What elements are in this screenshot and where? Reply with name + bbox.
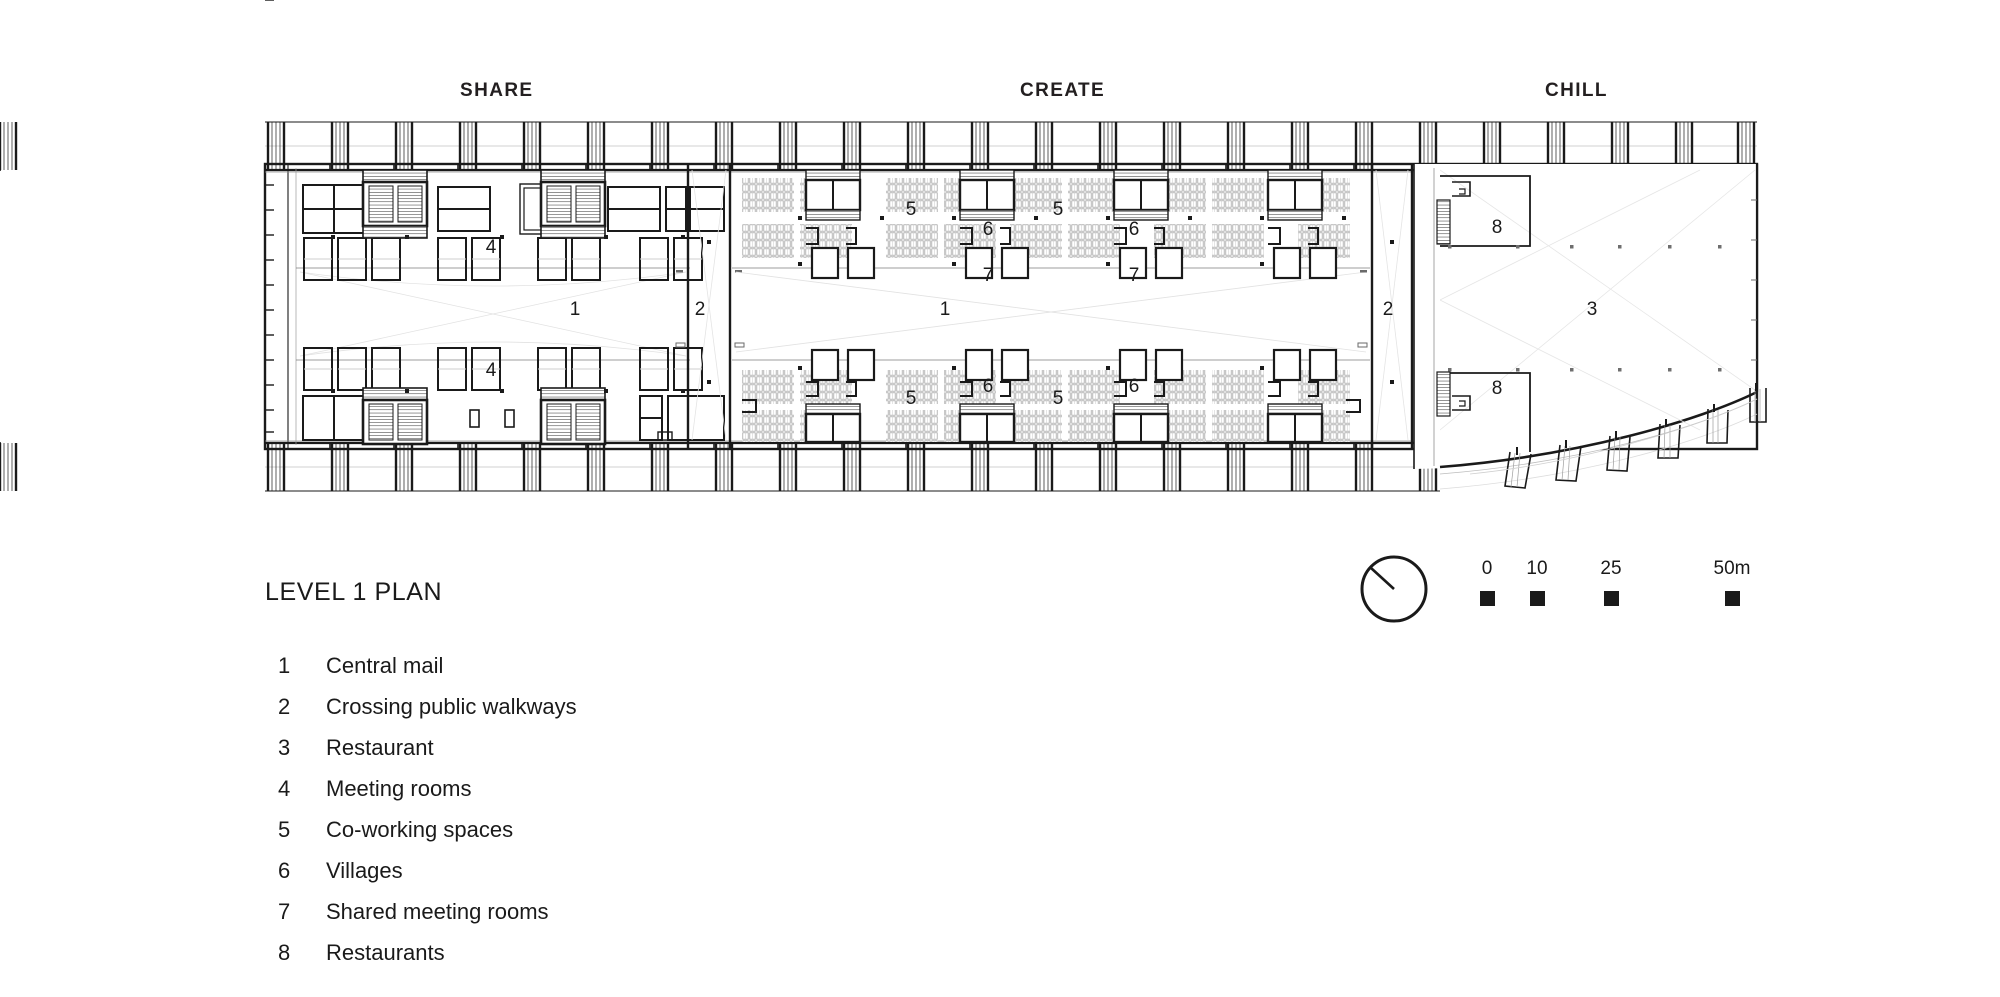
plan-annotation-number: 8	[1492, 378, 1503, 399]
plan-annotation-number: 5	[1053, 199, 1064, 220]
legend-item: 8 Restaurants	[278, 940, 577, 981]
share-core-3	[361, 387, 429, 446]
plan-annotation-number: 4	[486, 360, 497, 381]
chill-columns	[1448, 245, 1722, 372]
share-meeting-cells-bottom	[303, 347, 703, 391]
scale-tick: 50m	[1710, 558, 1754, 606]
plan-annotation-number: 1	[940, 299, 951, 320]
create-shared-meeting-top	[810, 246, 1338, 280]
create-core-b2	[958, 403, 1016, 444]
legend-item-label: Restaurants	[326, 940, 445, 965]
create-core-t3	[1112, 169, 1170, 221]
zone-create	[732, 169, 1370, 444]
chill-restaurant-bottom	[1440, 372, 1531, 452]
legend-item-label: Crossing public walkways	[326, 694, 577, 719]
create-core-t1	[804, 169, 862, 221]
zone-label-share: SHARE	[460, 80, 534, 101]
plan-annotation-number: 7	[983, 265, 994, 286]
create-core-b4	[1266, 403, 1324, 444]
plan-annotation-number: 7	[1129, 265, 1140, 286]
legend-item-number: 7	[278, 899, 291, 924]
create-core-t4	[1266, 169, 1324, 221]
legend-item-number: 6	[278, 858, 291, 883]
legend-item: 2 Crossing public walkways	[278, 694, 577, 735]
create-shared-meeting-bottom	[810, 348, 1338, 382]
share-core-4	[539, 387, 607, 446]
scale-tick-marker	[1724, 591, 1740, 606]
crossing-walkway-left	[675, 164, 745, 449]
legend-item-number: 4	[278, 776, 291, 801]
top-canopy-structure	[0, 120, 1757, 172]
scale-tick-marker	[1479, 591, 1495, 606]
legend-item: 1 Central mail	[278, 653, 577, 694]
create-core-b3	[1112, 403, 1170, 444]
crossing-walkway-right	[1357, 164, 1414, 449]
page-title: LEVEL 1 PLAN	[265, 578, 443, 606]
legend-item-label: Meeting rooms	[326, 776, 472, 801]
legend-item-label: Restaurant	[326, 735, 434, 760]
create-core-t2	[958, 169, 1016, 221]
plan-annotation-number: 4	[486, 237, 497, 258]
legend-item-number: 8	[278, 940, 291, 965]
create-village-marks	[806, 227, 1319, 397]
plan-number-annotations: 4 4 1 2 5 5 6 6 7 7 1 5 5 6 6 2 8 8 3	[486, 199, 1598, 409]
plan-annotation-number: 6	[1129, 219, 1140, 240]
plan-annotation-number: 8	[1492, 217, 1503, 238]
legend-item-label: Co-working spaces	[326, 817, 514, 842]
zone-label-create: CREATE	[1020, 80, 1106, 101]
scale-tick-label: 0	[1481, 558, 1493, 579]
plan-annotation-number: 6	[1129, 376, 1140, 397]
plan-annotation-number: 5	[906, 199, 917, 220]
create-core-b1	[804, 403, 862, 444]
legend-item-number: 2	[278, 694, 291, 719]
plan-annotation-number: 6	[983, 219, 994, 240]
zone-label-chill: CHILL	[1545, 80, 1608, 101]
bottom-canopy-structure	[0, 441, 1470, 493]
legend-item: 5 Co-working spaces	[278, 817, 577, 858]
legend-item-label: Central mail	[326, 653, 444, 678]
plan-annotation-number: 3	[1587, 299, 1598, 320]
legend-item-label: Villages	[326, 858, 403, 883]
plan-annotation-number: 6	[983, 376, 994, 397]
scale-tick-marker	[1603, 591, 1619, 606]
share-core-2	[539, 169, 607, 239]
scale-tick-label: 10	[1526, 558, 1548, 579]
chill-stair-bottom	[1436, 371, 1451, 417]
chill-restaurant-top	[1440, 175, 1531, 247]
scale-tick-label: 25	[1600, 558, 1622, 579]
legend-item-number: 3	[278, 735, 291, 760]
legend-item: 6 Villages	[278, 858, 577, 899]
share-core-1	[361, 169, 429, 239]
scale-tick: 0	[1465, 558, 1509, 606]
scale-bar: 0 10 25 50m	[1465, 558, 1765, 628]
legend-item-label: Shared meeting rooms	[326, 899, 549, 924]
share-meeting-cells-top	[303, 237, 703, 281]
share-columns	[331, 235, 685, 393]
legend-item: 7 Shared meeting rooms	[278, 899, 577, 940]
chill-stair-top	[1436, 199, 1451, 245]
zone-chill	[1413, 164, 1759, 490]
plan-annotation-number: 2	[1383, 299, 1394, 320]
legend-item: 4 Meeting rooms	[278, 776, 577, 817]
create-columns	[798, 216, 1346, 370]
plan-annotation-number: 1	[570, 299, 581, 320]
scale-tick-label: 50m	[1713, 558, 1751, 579]
zone-share	[296, 169, 725, 446]
scale-tick-marker	[1529, 591, 1545, 606]
plan-annotation-number: 5	[1053, 388, 1064, 409]
legend-item-number: 1	[278, 653, 291, 678]
floor-plan-drawing: 4 4 1 2 5 5 6 6 7 7 1 5 5 6 6 2 8 8 3	[0, 0, 1767, 493]
plan-annotation-number: 5	[906, 388, 917, 409]
curved-canopy-fins	[1469, 383, 1767, 489]
scale-tick: 25	[1589, 558, 1633, 606]
legend-item-number: 5	[278, 817, 291, 842]
legend-item: 3 Restaurant	[278, 735, 577, 776]
scale-tick: 10	[1515, 558, 1559, 606]
north-arrow-icon	[1358, 553, 1430, 625]
plan-annotation-number: 2	[695, 299, 706, 320]
